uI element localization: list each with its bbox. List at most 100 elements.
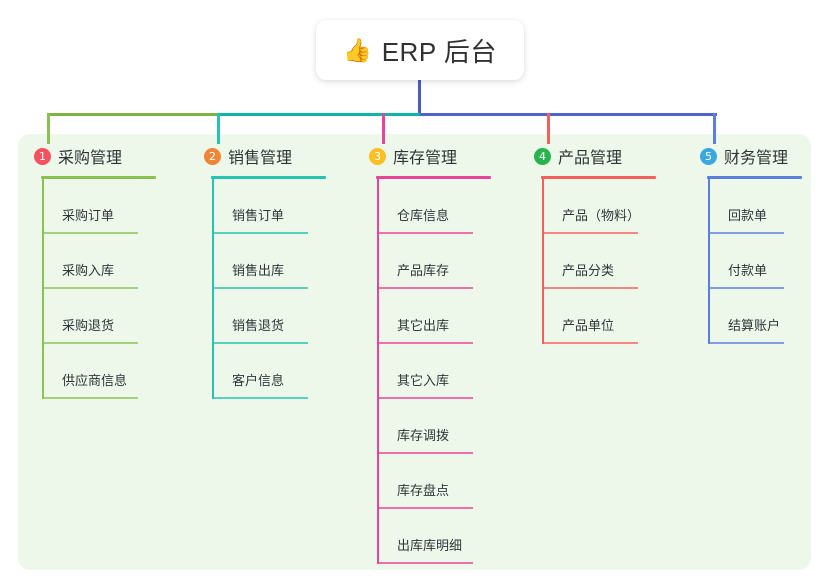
connector-segment-right	[420, 113, 717, 116]
number-badge-4: 4	[534, 147, 551, 165]
list-item-rule	[377, 562, 473, 564]
column-header-rule-3	[376, 176, 491, 179]
column-header-2[interactable]: 2 销售管理	[200, 144, 350, 168]
list-item[interactable]: 采购退货	[30, 289, 180, 344]
column-spine-3	[377, 179, 379, 564]
list-item[interactable]: 客户信息	[200, 344, 350, 399]
list-item[interactable]: 销售出库	[200, 234, 350, 289]
list-item-rule	[708, 342, 784, 344]
connector-drop-2	[217, 113, 220, 144]
list-item-rule	[542, 287, 638, 289]
list-item[interactable]: 其它出库	[365, 289, 515, 344]
list-item-label: 产品分类	[562, 263, 615, 278]
thumbs-up-icon: 👍	[343, 36, 372, 63]
list-item[interactable]: 销售订单	[200, 179, 350, 234]
list-item-label: 产品（物料）	[562, 208, 641, 223]
list-item[interactable]: 出库库明细	[365, 509, 515, 564]
list-item[interactable]: 仓库信息	[365, 179, 515, 234]
list-item[interactable]: 库存盘点	[365, 454, 515, 509]
connector-segment-left	[47, 113, 218, 116]
number-badge-5: 5	[700, 147, 717, 165]
column-spine-5	[708, 179, 710, 344]
column-header-4[interactable]: 4 产品管理	[530, 144, 680, 168]
column-spine-1	[42, 179, 44, 399]
column-items-2: 销售订单销售出库销售退货客户信息	[200, 179, 350, 399]
column-items-4: 产品（物料） 产品分类产品单位	[530, 179, 680, 344]
root-node-card[interactable]: 👍 ERP 后台	[316, 20, 524, 80]
column-spine-4	[542, 179, 544, 344]
number-badge-1: 1	[34, 147, 51, 165]
list-item-rule	[708, 232, 784, 234]
list-item[interactable]: 产品分类	[530, 234, 680, 289]
list-item-rule	[542, 342, 638, 344]
column-header-rule-4	[541, 176, 656, 179]
list-item-label: 供应商信息	[62, 373, 128, 388]
column-title-4: 产品管理	[558, 150, 623, 167]
list-item[interactable]: 回款单	[696, 179, 826, 234]
column-产品管理: 4 产品管理产品（物料） 产品分类产品单位	[530, 144, 680, 344]
column-header-rule-2	[211, 176, 326, 179]
column-title-2: 销售管理	[228, 150, 293, 167]
number-badge-2: 2	[204, 147, 221, 165]
list-item-label: 出库库明细	[397, 538, 463, 553]
column-title-3: 库存管理	[393, 150, 458, 167]
list-item-rule	[377, 232, 473, 234]
list-item-label: 库存调拨	[397, 428, 450, 443]
list-item[interactable]: 销售退货	[200, 289, 350, 344]
connector-drop-5	[713, 113, 716, 144]
list-item-rule	[708, 287, 784, 289]
list-item[interactable]: 库存调拨	[365, 399, 515, 454]
column-header-5[interactable]: 5 财务管理	[696, 144, 826, 168]
list-item-rule	[542, 232, 638, 234]
list-item-rule	[212, 342, 308, 344]
list-item[interactable]: 其它入库	[365, 344, 515, 399]
connector-segment-mid	[218, 113, 420, 116]
list-item-rule	[377, 342, 473, 344]
list-item-rule	[42, 397, 138, 399]
list-item-rule	[212, 232, 308, 234]
list-item-rule	[212, 287, 308, 289]
column-title-1: 采购管理	[58, 150, 123, 167]
column-header-1[interactable]: 1 采购管理	[30, 144, 180, 168]
list-item-rule	[42, 287, 138, 289]
column-spine-2	[212, 179, 214, 399]
connector-drop-1	[47, 113, 50, 144]
connector-drop-3	[382, 113, 385, 144]
column-items-1: 采购订单采购入库采购退货供应商信息	[30, 179, 180, 399]
list-item-label: 库存盘点	[397, 483, 450, 498]
list-item-rule	[377, 452, 473, 454]
list-item-label: 其它入库	[397, 373, 450, 388]
list-item-rule	[42, 342, 138, 344]
list-item-label: 采购退货	[62, 318, 115, 333]
column-销售管理: 2 销售管理销售订单销售出库销售退货客户信息	[200, 144, 350, 399]
list-item[interactable]: 采购订单	[30, 179, 180, 234]
list-item-label: 客户信息	[232, 373, 285, 388]
number-badge-3: 3	[369, 147, 386, 165]
list-item[interactable]: 产品（物料）	[530, 179, 680, 234]
root-node-title: ERP 后台	[381, 36, 497, 67]
list-item[interactable]: 产品单位	[530, 289, 680, 344]
connector-drop-4	[547, 113, 550, 144]
list-item-label: 采购入库	[62, 263, 115, 278]
list-item[interactable]: 采购入库	[30, 234, 180, 289]
list-item-label: 仓库信息	[397, 208, 450, 223]
list-item-rule	[377, 507, 473, 509]
list-item[interactable]: 付款单	[696, 234, 826, 289]
column-库存管理: 3 库存管理仓库信息产品库存其它出库其它入库库存调拨库存盘点出库库明细	[365, 144, 515, 564]
column-header-rule-5	[707, 176, 802, 179]
list-item-rule	[377, 397, 473, 399]
list-item-rule	[377, 287, 473, 289]
list-item-rule	[42, 232, 138, 234]
list-item[interactable]: 供应商信息	[30, 344, 180, 399]
list-item-label: 产品库存	[397, 263, 450, 278]
list-item-label: 销售订单	[232, 208, 285, 223]
column-title-5: 财务管理	[724, 150, 789, 167]
list-item[interactable]: 结算账户	[696, 289, 826, 344]
column-items-5: 回款单付款单结算账户	[696, 179, 826, 344]
column-header-3[interactable]: 3 库存管理	[365, 144, 515, 168]
column-items-3: 仓库信息产品库存其它出库其它入库库存调拨库存盘点出库库明细	[365, 179, 515, 564]
column-header-rule-1	[41, 176, 156, 179]
list-item-label: 产品单位	[562, 318, 615, 333]
root-stem	[418, 80, 421, 116]
list-item[interactable]: 产品库存	[365, 234, 515, 289]
